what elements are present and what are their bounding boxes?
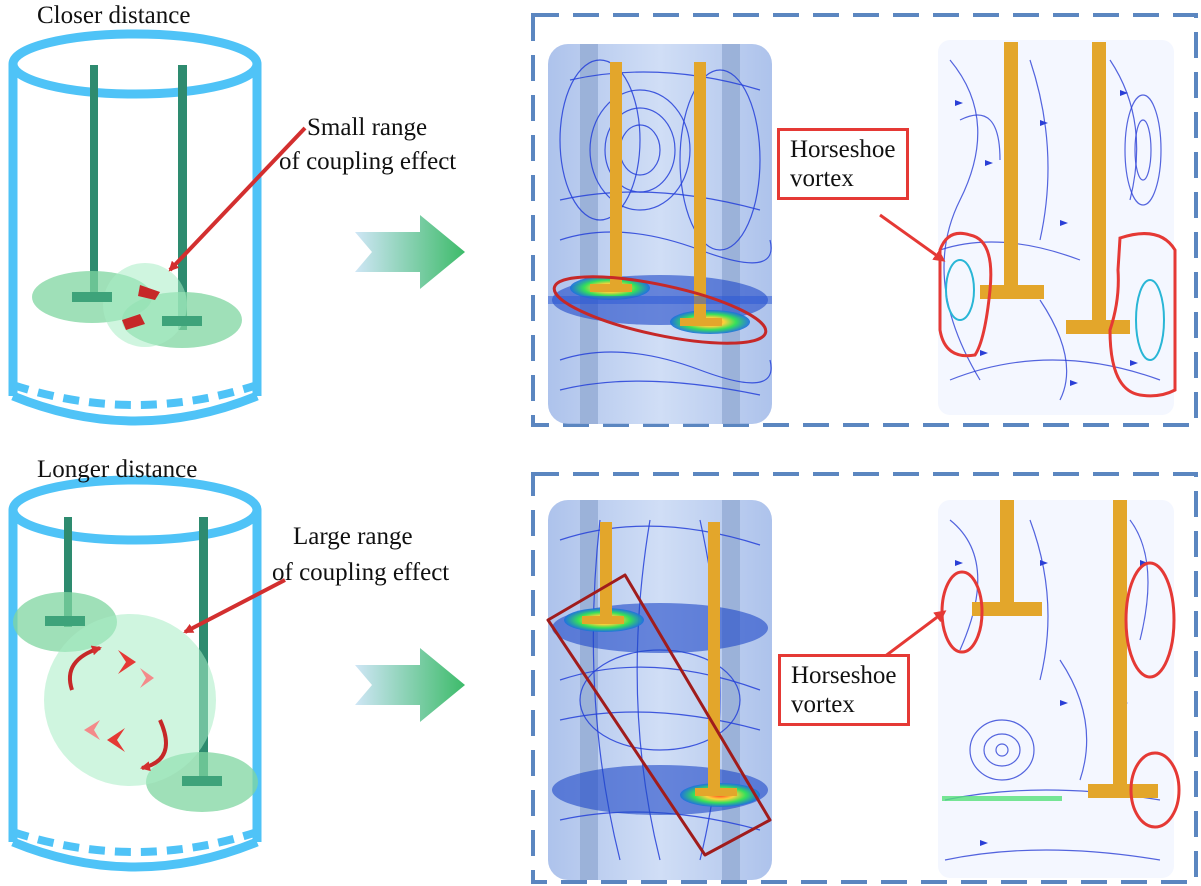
coupling-chevron xyxy=(138,285,160,300)
vector-field-bottom xyxy=(879,500,1181,878)
callout-horseshoe-vortex-bottom: Horseshoe vortex xyxy=(778,654,910,726)
annotation-small-range-line2: of coupling effect xyxy=(279,148,457,175)
coupling-chevron xyxy=(122,314,145,330)
title-closer-distance: Closer distance xyxy=(37,2,191,29)
callout-line1: Horseshoe xyxy=(790,136,896,163)
callout-line2: vortex xyxy=(790,165,854,192)
tank-longer xyxy=(8,475,286,872)
callout-line1: Horseshoe xyxy=(791,662,897,689)
streamline-cylinder-top xyxy=(548,44,772,424)
title-longer-distance: Longer distance xyxy=(37,456,198,483)
pointer-arrow xyxy=(168,126,307,272)
coupling-region-outline xyxy=(552,275,768,345)
streamline-cylinder-bottom xyxy=(546,500,772,880)
shaft-left xyxy=(90,65,98,295)
annotation-large-range-line2: of coupling effect xyxy=(272,559,450,586)
flow-arrow-bottom xyxy=(355,648,465,722)
annotation-large-range-line1: Large range xyxy=(293,523,413,550)
result-frame-top xyxy=(531,13,1198,427)
callout-horseshoe-vortex-top: Horseshoe vortex xyxy=(777,128,909,200)
flow-arrow-top xyxy=(355,215,465,289)
vector-field-top xyxy=(879,40,1177,415)
annotation-small-range-line1: Small range xyxy=(307,114,428,141)
coupling-region-outline xyxy=(546,573,772,857)
shaft-right xyxy=(178,65,187,330)
result-frame-bottom xyxy=(531,472,1198,884)
tank-closer xyxy=(8,29,307,426)
callout-line2: vortex xyxy=(791,691,855,718)
